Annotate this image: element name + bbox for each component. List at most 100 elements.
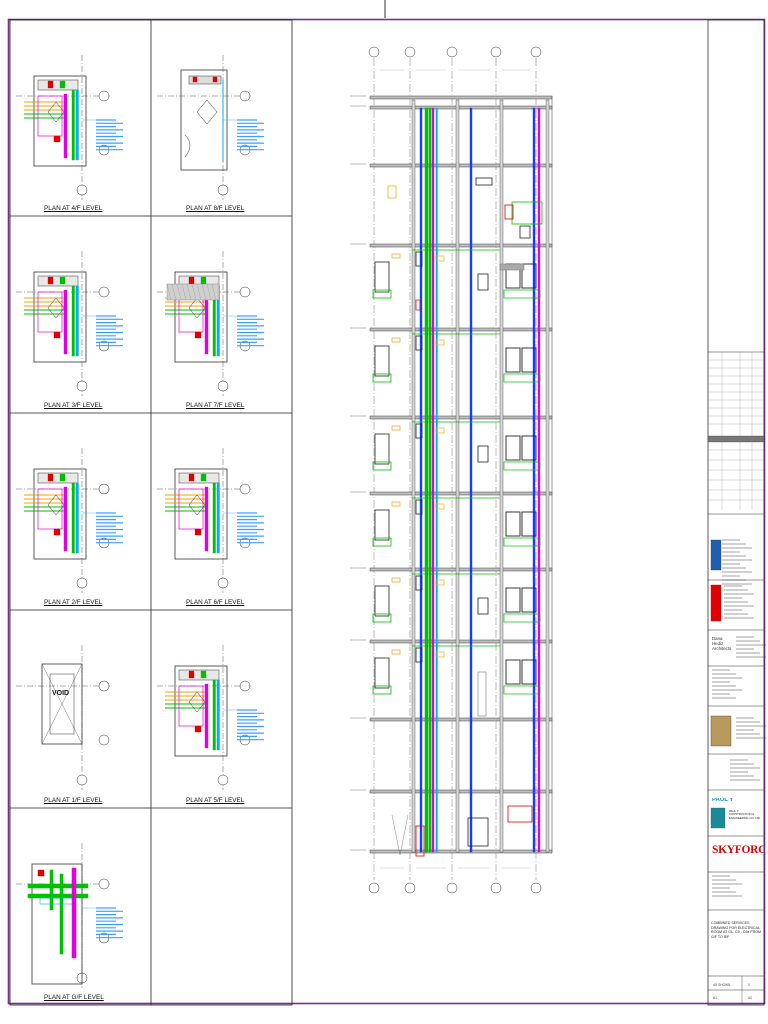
base-green bbox=[503, 537, 541, 547]
db-box bbox=[505, 659, 521, 685]
panel-board bbox=[374, 585, 390, 617]
tray-green bbox=[49, 869, 54, 911]
section-grid-bubble bbox=[446, 46, 458, 58]
switch-red bbox=[47, 473, 54, 482]
plan-title-6f: PLAN AT 6/F LEVEL bbox=[186, 599, 245, 606]
base-green bbox=[503, 289, 541, 299]
db-box bbox=[521, 511, 537, 537]
room-wall bbox=[174, 665, 228, 757]
riser-magenta bbox=[204, 683, 209, 749]
switch-green bbox=[200, 276, 207, 285]
panel-board bbox=[374, 261, 390, 293]
gf-panel bbox=[467, 817, 489, 847]
equipment-red bbox=[53, 331, 61, 339]
diamond-symbol bbox=[47, 101, 65, 123]
floor-slab bbox=[369, 717, 553, 722]
logo-gold bbox=[710, 715, 732, 747]
section-grid-bubble bbox=[368, 46, 380, 58]
grid-bubble bbox=[98, 90, 110, 102]
zone-magenta bbox=[178, 488, 204, 530]
riser-magenta bbox=[537, 107, 541, 853]
riser-magenta bbox=[63, 486, 68, 552]
diamond-symbol bbox=[47, 297, 65, 319]
floor-slab bbox=[369, 105, 553, 110]
section-grid-bubble bbox=[404, 882, 416, 894]
riser-green bbox=[71, 89, 75, 161]
tray-orange bbox=[387, 185, 397, 199]
zone-magenta bbox=[37, 95, 63, 137]
switchboard bbox=[37, 275, 79, 287]
plan-title-2f: PLAN AT 2/F LEVEL bbox=[44, 599, 103, 606]
isolator bbox=[415, 335, 423, 351]
riser-magenta bbox=[63, 289, 68, 355]
paper-size-value: A0 bbox=[748, 996, 752, 1000]
scale-value: AS SHOWN bbox=[713, 983, 731, 987]
db-box bbox=[505, 511, 521, 537]
floor-plans bbox=[16, 55, 264, 988]
grid-bubble bbox=[239, 286, 251, 298]
riser-green bbox=[428, 107, 432, 853]
floor-slab bbox=[369, 789, 553, 794]
riser-blue bbox=[532, 107, 536, 853]
plan-6f-drawing bbox=[157, 448, 264, 593]
grid-bubble bbox=[76, 380, 88, 392]
void-diagonal bbox=[41, 663, 83, 745]
title-block bbox=[707, 19, 766, 1006]
hatch bbox=[201, 283, 207, 301]
drawing-title: COMBINED SERVICES DRAWING FOR ELECTRICAL… bbox=[711, 921, 761, 939]
void-inner bbox=[49, 673, 75, 735]
tray-orange bbox=[435, 427, 445, 434]
architect-logo: Dana Hediz Architects bbox=[712, 636, 732, 652]
grid-bubble bbox=[217, 184, 229, 196]
isolator bbox=[415, 251, 423, 267]
plan-title-4f: PLAN AT 4/F LEVEL bbox=[44, 205, 103, 212]
equipment-green bbox=[511, 201, 543, 225]
tray-orange bbox=[435, 651, 445, 658]
hatch bbox=[191, 283, 197, 301]
panel-red bbox=[192, 76, 198, 83]
riser-cyan bbox=[75, 285, 79, 357]
logo-area bbox=[710, 769, 726, 781]
switch-red bbox=[188, 473, 195, 482]
tray-orange bbox=[435, 339, 445, 346]
stair-mark bbox=[391, 814, 409, 856]
ladder bbox=[477, 671, 487, 717]
grid-bubble bbox=[239, 483, 251, 495]
switch-red bbox=[188, 276, 195, 285]
switch-red bbox=[47, 276, 54, 285]
base-green bbox=[372, 289, 392, 299]
db-box bbox=[521, 435, 537, 461]
grid-bubble bbox=[239, 90, 251, 102]
switchboard bbox=[37, 472, 79, 484]
isolator bbox=[415, 647, 423, 663]
zone-magenta bbox=[178, 685, 204, 727]
busbar bbox=[499, 263, 525, 271]
panel-board bbox=[374, 345, 390, 377]
diamond-symbol bbox=[47, 494, 65, 516]
section-grid-bubble bbox=[368, 882, 380, 894]
plan-2f-drawing bbox=[16, 448, 123, 593]
equipment bbox=[519, 225, 531, 239]
tb-header-band bbox=[707, 435, 765, 443]
floor-slab bbox=[369, 639, 553, 644]
revision-value: 0 bbox=[748, 983, 750, 987]
riser-green bbox=[212, 679, 216, 751]
hatch bbox=[166, 283, 172, 301]
floor-slab bbox=[369, 327, 553, 332]
tray-orange bbox=[391, 425, 401, 431]
base-green bbox=[372, 537, 392, 547]
isolator bbox=[415, 499, 423, 515]
riser-blue bbox=[419, 107, 423, 853]
section-grid-bubble bbox=[530, 46, 542, 58]
diamond-symbol bbox=[188, 297, 206, 319]
equipment-red bbox=[194, 528, 202, 536]
riser-cyan bbox=[216, 679, 220, 751]
plan-4f-drawing bbox=[16, 55, 123, 200]
wall bbox=[411, 99, 416, 853]
hatch bbox=[196, 283, 202, 301]
grid-bubble bbox=[98, 680, 110, 692]
riser-cyan bbox=[216, 482, 220, 554]
plan-title-1f: PLAN AT 1/F LEVEL bbox=[44, 797, 103, 804]
wall bbox=[455, 99, 460, 853]
paul-y-emblem bbox=[710, 807, 726, 829]
